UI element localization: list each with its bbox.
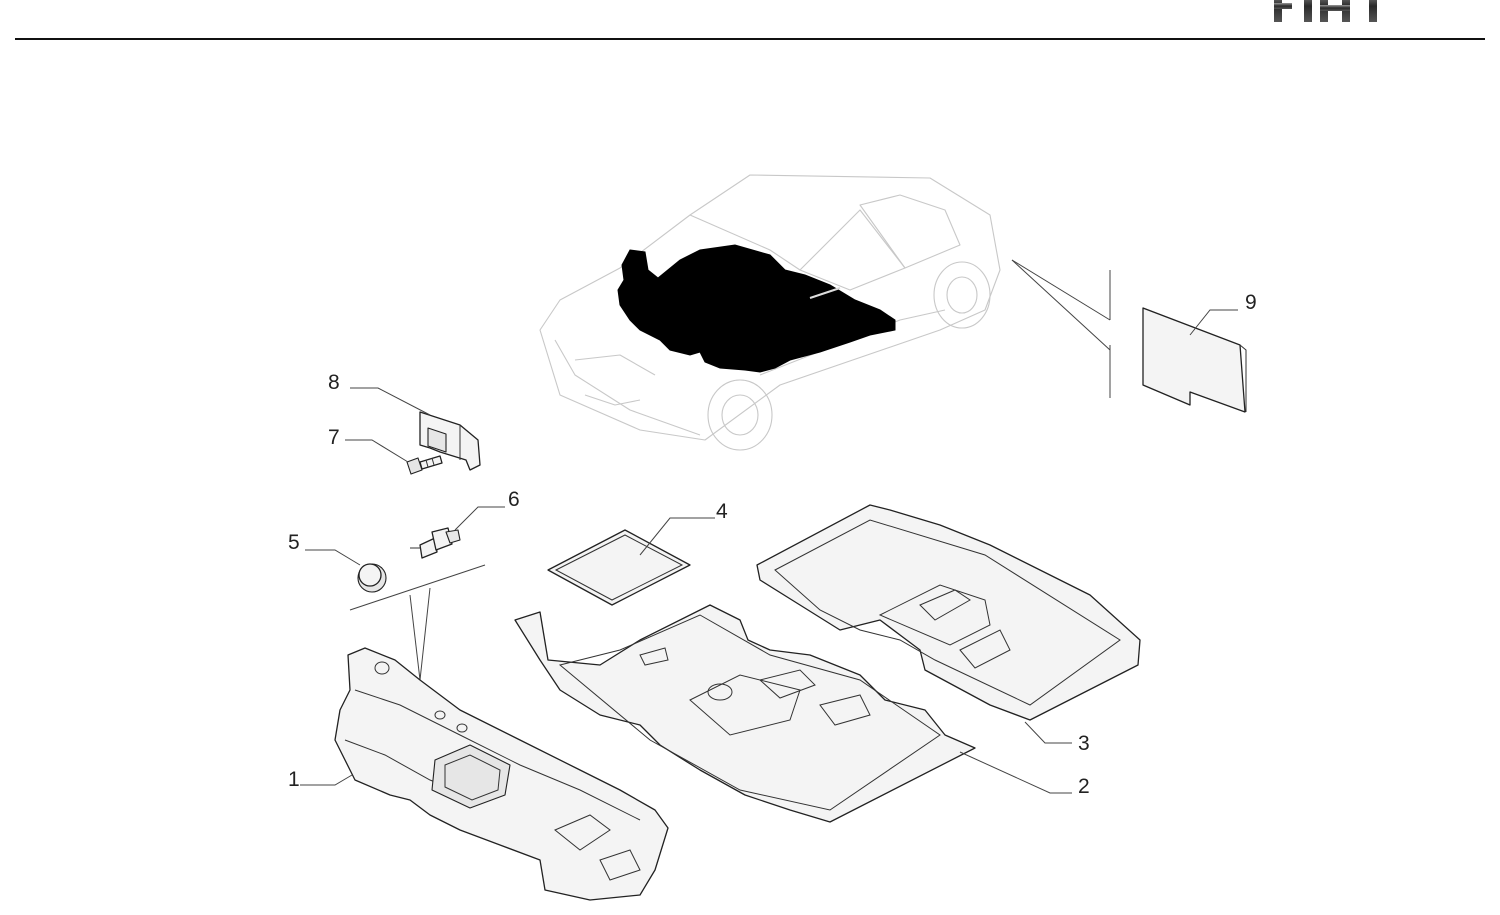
fiat-logo-icon (1274, 0, 1377, 22)
part-5-grommet (305, 549, 387, 593)
part-6-push-clip (410, 506, 505, 559)
callout-6: 6 (508, 488, 520, 511)
callout-8: 8 (328, 371, 340, 394)
part-8-bracket (350, 387, 481, 471)
callout-1: 1 (288, 768, 300, 791)
callout-4: 4 (716, 500, 728, 523)
car-reference-illustration (539, 174, 1001, 451)
part-1-bulkhead-panel (300, 647, 669, 901)
callout-3: 3 (1078, 732, 1090, 755)
part-2-front-carpet (514, 604, 1072, 823)
part-9-insulation-sheet (1011, 259, 1247, 413)
callout-5: 5 (288, 531, 300, 554)
callout-9: 9 (1245, 291, 1257, 314)
header-divider (15, 38, 1485, 40)
part-7-bolt (345, 439, 443, 475)
callout-7: 7 (328, 426, 340, 449)
callout-2: 2 (1078, 775, 1090, 798)
callout-labels: 1 2 3 4 5 6 7 8 9 (288, 291, 1257, 798)
part-4-floor-mat (547, 517, 715, 606)
part-3-rear-carpet (756, 504, 1141, 744)
